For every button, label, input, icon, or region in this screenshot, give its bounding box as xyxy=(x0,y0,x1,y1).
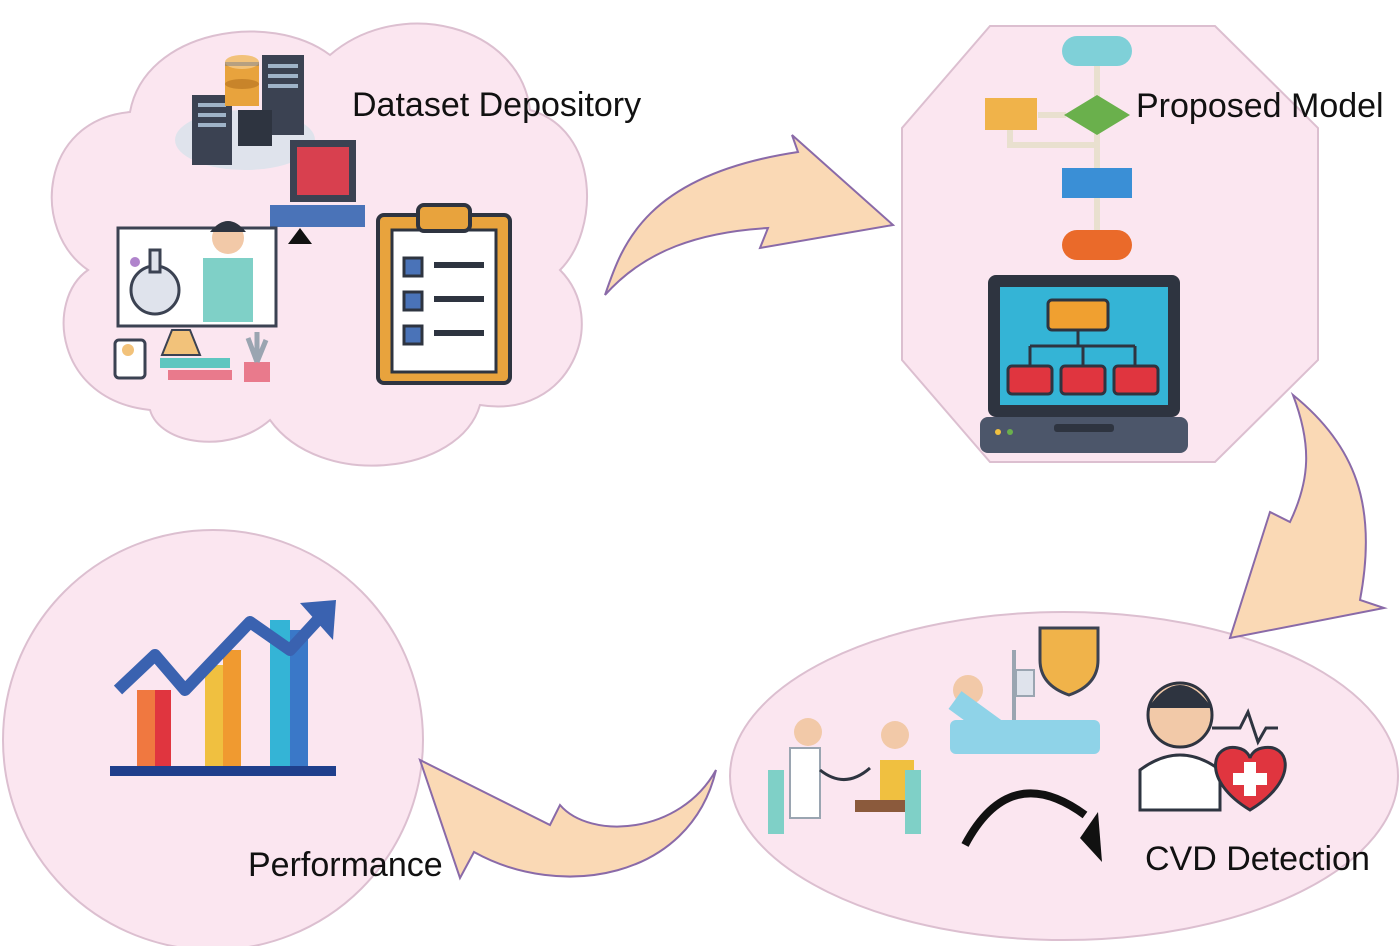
flowchart-icon xyxy=(985,36,1132,260)
shield-icon xyxy=(1038,626,1100,697)
clipboard-checklist-icon xyxy=(376,203,512,385)
scientist-icon xyxy=(116,221,278,328)
edge-arrow-model-to-cvd xyxy=(1228,391,1388,640)
monitor-icon xyxy=(270,140,365,244)
node-label-cvd: CVD Detection xyxy=(1145,840,1370,878)
hospital-bed-icon xyxy=(948,650,1100,754)
plant-icon xyxy=(244,332,270,382)
lab-flask-icon xyxy=(160,329,202,356)
server-rack-icon xyxy=(175,55,315,170)
node-label-model: Proposed Model xyxy=(1136,87,1384,125)
microscope-icon xyxy=(113,338,147,380)
curved-arrow-icon xyxy=(961,789,1102,862)
patient-heart-icon xyxy=(1138,681,1287,812)
books-icon xyxy=(160,358,232,380)
node-performance: Performance xyxy=(2,529,443,946)
doctor-patient-icon xyxy=(768,718,921,834)
database-icon xyxy=(225,55,259,106)
node-label-dataset: Dataset Depository xyxy=(352,86,641,124)
edge-arrow-dataset-to-model xyxy=(604,134,896,296)
node-dataset-depository: Dataset Depository xyxy=(50,22,641,467)
laptop-hierarchy-icon xyxy=(980,275,1188,453)
node-proposed-model: Proposed Model xyxy=(901,25,1384,463)
node-cvd-detection: CVD Detection xyxy=(729,611,1399,941)
ellipse-shape xyxy=(729,611,1399,941)
node-label-performance: Performance xyxy=(248,846,443,884)
edge-arrow-cvd-to-performance xyxy=(418,758,717,881)
bar-chart-trend-icon xyxy=(110,600,336,776)
